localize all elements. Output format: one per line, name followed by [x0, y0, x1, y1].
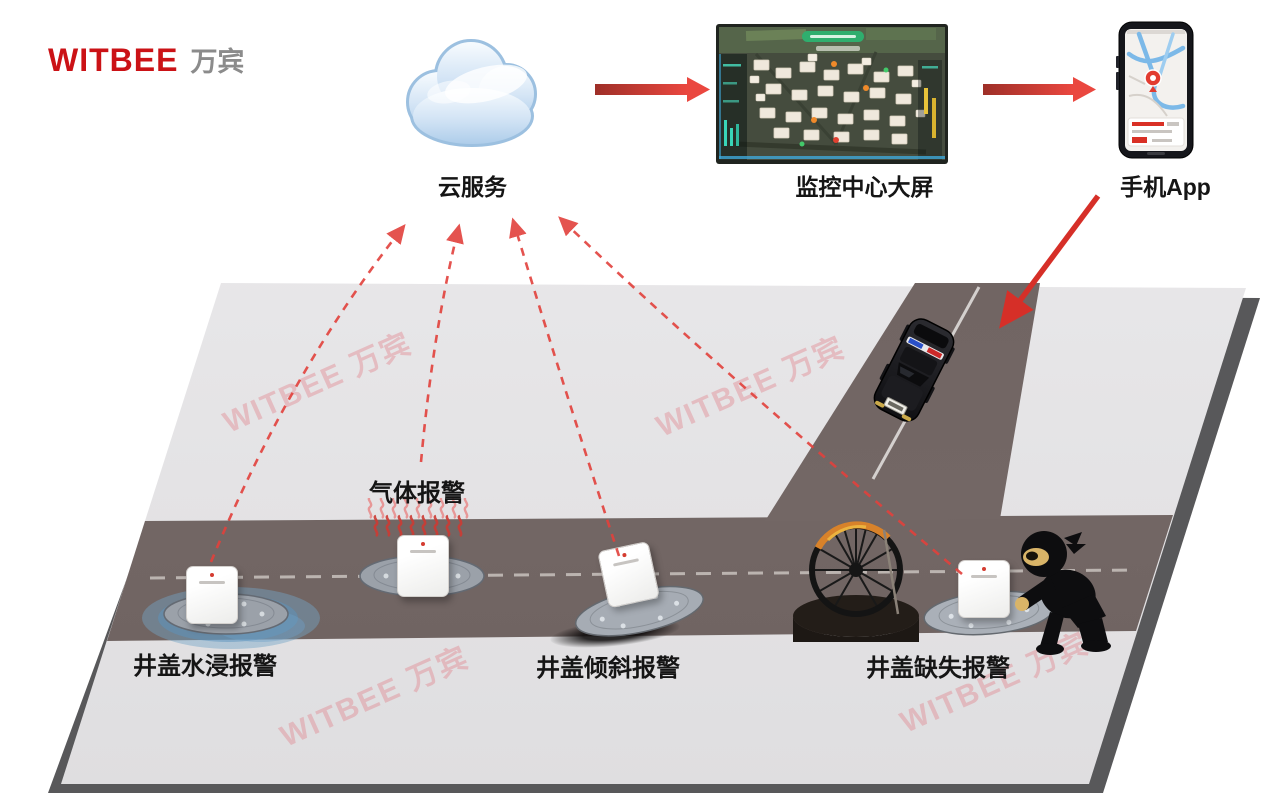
thief-figure: [1015, 531, 1111, 655]
tilt-alarm-label: 井盖倾斜报警: [536, 655, 680, 682]
monitor-screen: [716, 24, 948, 164]
hole-front-lip: [793, 616, 919, 642]
sensor-device-water: [186, 566, 238, 624]
sensor-device-gas: [397, 535, 449, 597]
gas-alarm-label: 气体报警: [369, 480, 465, 507]
phone-label: 手机App: [1120, 174, 1211, 200]
wheel-in-hole: [809, 521, 903, 617]
logo-brand-text: WITBEE: [48, 42, 179, 78]
sensor-device-missing: [958, 560, 1010, 618]
phone-icon: [1116, 21, 1194, 159]
missing-alarm-label: 井盖缺失报警: [866, 655, 1010, 682]
water-alarm-label: 井盖水浸报警: [133, 653, 277, 680]
screen-label: 监控中心大屏: [795, 174, 934, 200]
cloud-label: 云服务: [438, 174, 507, 200]
cloud-icon: [406, 39, 537, 147]
logo-cn-text: 万宾: [190, 47, 245, 77]
logo: WITBEE 万宾: [48, 40, 244, 79]
